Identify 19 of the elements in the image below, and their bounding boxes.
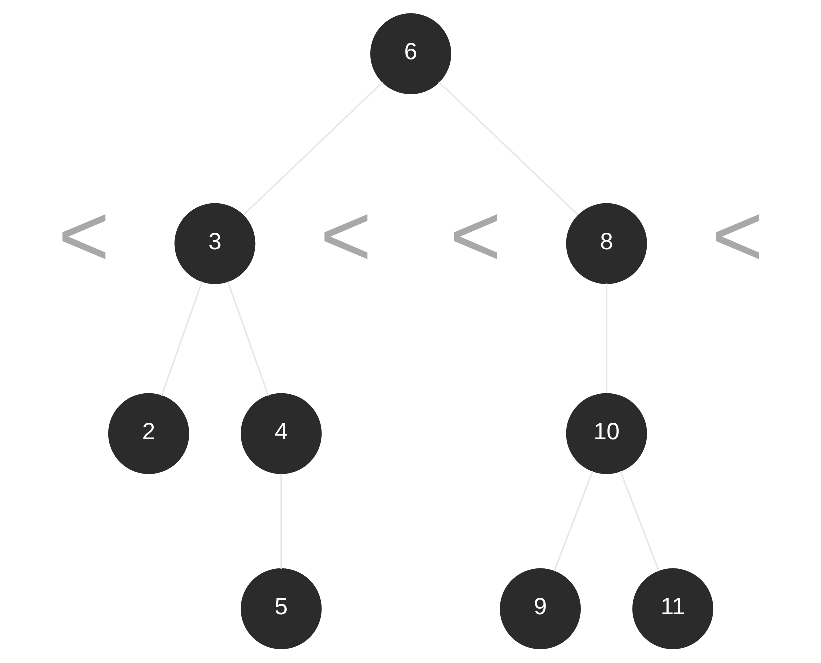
node-circle: 10 bbox=[566, 393, 647, 474]
connector bbox=[242, 82, 383, 216]
label: < bbox=[449, 186, 502, 285]
label: < bbox=[58, 186, 110, 285]
connector bbox=[226, 282, 269, 396]
node-circle: 11 bbox=[632, 568, 714, 650]
label: < bbox=[320, 186, 372, 285]
node-circle: 9 bbox=[500, 568, 581, 650]
node-circle: 3 bbox=[174, 203, 256, 284]
connector bbox=[160, 282, 202, 396]
node-circle: 6 bbox=[370, 14, 451, 94]
node-circle: 2 bbox=[108, 393, 189, 474]
connector bbox=[553, 471, 594, 572]
node-circle: 5 bbox=[240, 568, 322, 650]
node-circle: 8 bbox=[566, 203, 647, 284]
node-circle: 4 bbox=[240, 393, 322, 474]
label: < bbox=[712, 186, 764, 285]
connector bbox=[620, 471, 660, 572]
connector bbox=[438, 82, 578, 216]
